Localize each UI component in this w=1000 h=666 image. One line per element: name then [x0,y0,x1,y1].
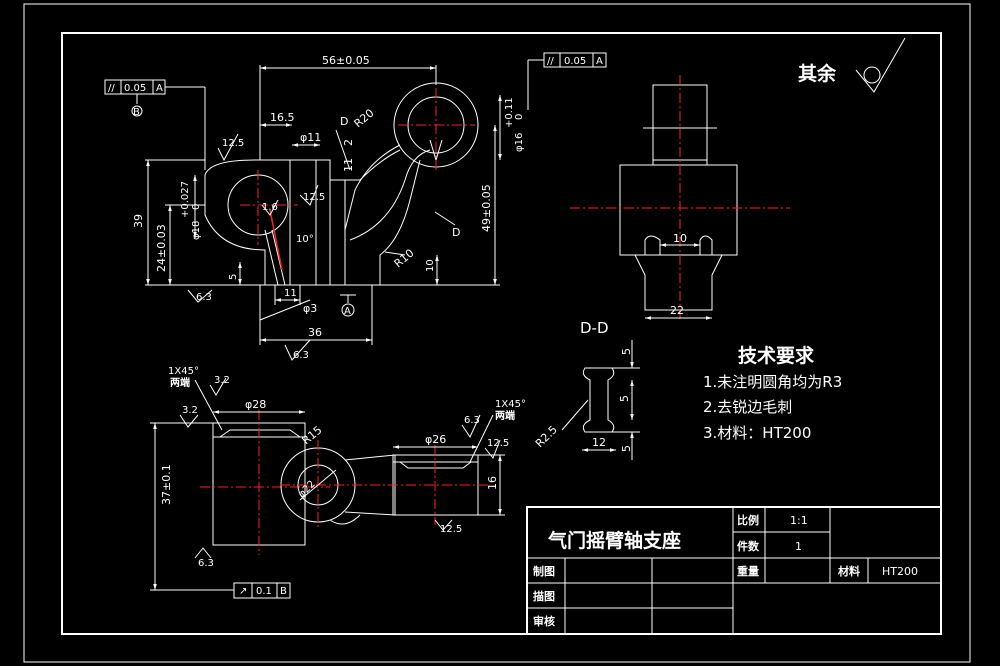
roughness-bl-0: 3.2 [182,405,198,416]
dim-r20: R20 [352,106,377,130]
side-view: 10 22 [570,75,790,320]
dim-39: 39 [132,214,145,228]
outer-border [23,3,971,663]
roughness-bl-2: 3.2 [214,375,230,386]
dim-br-both-ends: 两端 [495,409,515,422]
datum-a-label: A [344,306,351,317]
section-d-top: D [340,115,348,128]
dim-24: 24±0.03 [155,224,168,272]
dim-dd-r2-5: R2.5 [533,423,560,450]
dim-49: 49±0.05 [480,184,493,232]
drawn-label: 制图 [533,564,555,578]
dim-bl-d28: φ28 [245,398,266,411]
dim-10: 10 [425,259,436,272]
dim-br-chamfer: 1X45° [495,399,526,410]
tolerance-frame-bottom: ↗ 0.1 B [233,582,291,599]
tol-value-bottom: 0.1 [256,586,272,597]
scale-label: 比例 [737,513,759,527]
roughness-front-1: 6.3 [196,292,212,303]
section-dd: D-D 5 5 5 12 R2.5 [533,319,640,460]
roughness-marks-front: 12.5 6.3 6.3 12.5 1.6 [187,133,325,361]
bottom-left-view: 1X45° 两端 φ28 37±0.1 3.2 6.3 3.2 ↗ 0.1 B [150,366,330,599]
scale-value: 1:1 [790,514,808,527]
part-name: 气门摇臂轴支座 [547,529,681,552]
roughness-front-2: 6.3 [293,350,309,361]
tolerance-frame-top-right: // 0.05 A [527,52,607,110]
dim-bl-chamfer: 1X45° [168,366,199,377]
roughness-br-0: 6.3 [464,415,480,426]
dim-d16-tol0: 0 [514,114,525,120]
dim-11: 11 [284,288,297,299]
material-value: HT200 [882,565,918,578]
roughness-other-label: 其余 [798,62,837,85]
svg-text:↗: ↗ [239,586,247,597]
section-dd-label: D-D [580,319,609,337]
dim-bl-37: 37±0.1 [160,464,173,505]
dim-16-5: 16.5 [270,111,295,124]
tech-requirements: 技术要求 1.未注明圆角均为R3 2.去锐边毛刺 3.材料：HT200 [703,344,842,442]
tech-item-2: 2.去锐边毛刺 [703,398,792,416]
tol-datum-top-left: A [156,83,163,94]
dim-br-16: 16 [486,476,499,490]
material-label: 材料 [838,564,860,578]
tol-datum-top-right: A [596,56,603,67]
roughness-front-3: 12.5 [303,192,325,203]
dim-br-r15: R15 [300,423,325,447]
datum-b-label: B [133,107,140,118]
roughness-br-2: 12.5 [440,524,462,535]
dim-dd-5a: 5 [620,348,633,355]
tol-value-top-right: 0.05 [564,56,586,67]
dim-d18-tol: +0.027 [180,181,191,218]
dim-dd-12: 12 [592,436,606,449]
front-view: // 0.05 A B // 0.05 A [104,52,607,361]
checked-label: 审核 [533,614,555,628]
dim-br-d26: φ26 [425,433,446,446]
inner-border [61,32,942,635]
dim-overall-width: 56±0.05 [322,54,370,67]
title-block: 气门摇臂轴支座 比例 1:1 件数 1 重量 材料 HT200 制图 描图 审核 [526,506,942,635]
dim-br-d22: φ22 [296,479,317,500]
tech-heading: 技术要求 [738,344,815,367]
dim-11-small: 11 [342,158,355,172]
tech-item-1: 1.未注明圆角均为R3 [703,373,842,391]
tolerance-frame-top-left: // 0.05 A B [104,79,206,170]
traced-label: 描图 [533,589,555,603]
dim-r10: R10 [392,246,417,270]
qty-value: 1 [795,540,802,553]
dim-10deg: 10° [296,234,314,245]
roughness-br-1: 12.5 [487,438,509,449]
qty-label: 件数 [737,539,760,553]
dim-bl-both-ends: 两端 [170,376,190,389]
dim-d16: φ16 [514,133,525,152]
tol-value-top-left: 0.05 [124,83,146,94]
dim-d18: φ18 [191,221,202,240]
dim-d16-tol: +0.11 [504,97,515,128]
roughness-front-0: 12.5 [222,138,244,149]
weight-label: 重量 [737,564,759,578]
bottom-right-view: R15 φ22 1X45° 两端 φ26 16 6.3 12.5 12.5 [280,399,526,535]
dim-d11: φ11 [300,131,321,144]
dim-side-22: 22 [670,304,684,317]
section-d-right: D [452,226,460,239]
svg-text://: // [108,83,115,94]
dim-d18-tol0: 0 [191,204,202,210]
tol-datum-bottom: B [280,586,287,597]
dim-36: 36 [308,326,322,339]
dim-side-10: 10 [673,232,687,245]
datum-a-symbol: A [340,294,356,317]
roughness-other-symbol: 其余 [798,37,906,93]
dim-5: 5 [228,274,239,280]
svg-text://: // [547,56,554,67]
dim-dd-5c: 5 [620,445,633,452]
dim-dd-5b: 5 [618,395,631,402]
roughness-front-4: 1.6 [262,202,278,213]
dim-d3: φ3 [303,302,317,315]
roughness-bl-1: 6.3 [198,558,214,569]
dim-2: 2 [342,139,355,146]
tech-item-3: 3.材料：HT200 [703,424,811,442]
